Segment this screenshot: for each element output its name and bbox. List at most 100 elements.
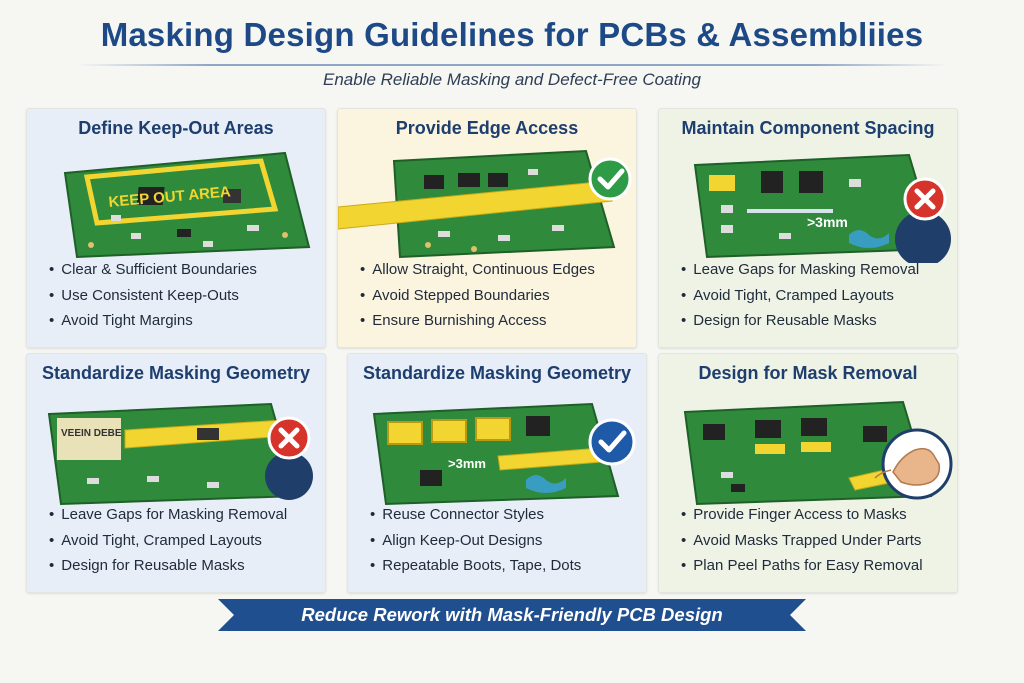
smd-part <box>147 476 159 482</box>
smd-part <box>247 225 259 231</box>
smd-part <box>552 225 564 231</box>
bullet-list: Clear & Sufficient Boundaries Use Consis… <box>49 257 257 334</box>
connector-boot <box>431 419 467 443</box>
spacing-label: >3mm <box>448 456 486 471</box>
panel-title: Standardize Masking Geometry <box>362 363 632 383</box>
panel-design-for-mask-removal: Design for Mask Removal Provide Finger A… <box>658 353 958 593</box>
panel-standardize-masking-geometry: Standardize Masking Geometry VEEIN DEBE … <box>26 353 326 593</box>
via <box>425 242 431 248</box>
smd-part <box>177 229 191 237</box>
ic-chip <box>801 418 827 436</box>
via <box>471 246 477 252</box>
list-item: Align Keep-Out Designs <box>370 528 581 554</box>
mask-label-text: VEEIN DEBE AREA <box>61 428 152 439</box>
smd-part <box>87 478 99 484</box>
smd-part <box>731 484 745 492</box>
ic-chip <box>863 426 887 442</box>
pcb-geometry-illustration: VEEIN DEBE AREA <box>47 402 313 506</box>
coating-splash <box>849 230 889 248</box>
check-icon <box>588 418 636 466</box>
panel-title: Standardize Masking Geometry <box>41 363 311 383</box>
smd-part <box>131 233 141 239</box>
smd-part <box>528 169 538 175</box>
list-item: Provide Finger Access to Masks <box>681 502 923 528</box>
smd-part <box>498 235 510 241</box>
spacing-bar <box>747 209 833 213</box>
bullet-list: Leave Gaps for Masking Removal Avoid Tig… <box>49 502 287 579</box>
list-item: Leave Gaps for Masking Removal <box>681 257 919 283</box>
masking-tape <box>338 180 613 230</box>
smd-part <box>207 482 219 488</box>
cross-icon <box>265 416 313 500</box>
pcb-keep-out-illustration: KEEP OUT AREA <box>63 151 311 259</box>
list-item: Avoid Tight, Cramped Layouts <box>49 528 287 554</box>
banner-ribbon <box>218 599 806 631</box>
smd-part <box>203 241 213 247</box>
panel-define-keep-out-areas: Define Keep-Out Areas KEEP OUT AREA Clea… <box>26 108 326 348</box>
smd-part <box>779 233 791 239</box>
connector-boot <box>475 417 511 441</box>
mask-block <box>755 444 785 454</box>
ic-chip <box>458 173 480 187</box>
smd-part <box>438 231 450 237</box>
list-item: Use Consistent Keep-Outs <box>49 283 257 309</box>
bullet-list: Leave Gaps for Masking Removal Avoid Tig… <box>681 257 919 334</box>
pcb-peel-illustration <box>683 400 953 506</box>
list-item: Clear & Sufficient Boundaries <box>49 257 257 283</box>
pcb-connector-illustration: >3mm <box>372 402 636 506</box>
ic-chip <box>761 171 783 193</box>
list-item: Reuse Connector Styles <box>370 502 581 528</box>
panel-provide-edge-access: Provide Edge Access Allow Straight, Cont… <box>337 108 637 348</box>
ic-chip <box>755 420 781 438</box>
bullet-list: Allow Straight, Continuous Edges Avoid S… <box>360 257 595 334</box>
panel-maintain-component-spacing: Maintain Component Spacing >3mm Leave Ga… <box>658 108 958 348</box>
ic-chip <box>424 175 444 189</box>
smd-part <box>721 205 733 213</box>
keep-out-border <box>83 158 279 226</box>
ic-chip <box>136 187 165 205</box>
list-item: Allow Straight, Continuous Edges <box>360 257 595 283</box>
panel-title: Design for Mask Removal <box>698 363 918 383</box>
page-subtitle: Enable Reliable Masking and Defect-Free … <box>323 70 701 89</box>
ic-chip <box>197 428 219 440</box>
title-divider <box>78 64 946 66</box>
pcb-spacing-illustration: >3mm <box>693 153 951 263</box>
list-item: Design for Reusable Masks <box>681 308 919 334</box>
panel-title: Maintain Component Spacing <box>681 118 935 138</box>
list-item: Leave Gaps for Masking Removal <box>49 502 287 528</box>
list-item: Avoid Masks Trapped Under Parts <box>681 528 923 554</box>
list-item: Avoid Tight Margins <box>49 308 257 334</box>
ic-chip <box>223 189 241 203</box>
list-item: Ensure Burnishing Access <box>360 308 595 334</box>
via <box>88 242 94 248</box>
mask-label-block <box>57 418 121 460</box>
panel-title: Define Keep-Out Areas <box>78 118 274 138</box>
connector-boot <box>387 421 423 445</box>
check-icon <box>588 157 632 201</box>
smd-part <box>721 225 733 233</box>
mask-block <box>801 442 831 452</box>
list-item: Repeatable Boots, Tape, Dots <box>370 553 581 579</box>
page-title: Masking Design Guidelines for PCBs & Ass… <box>100 16 924 53</box>
via <box>282 232 288 238</box>
mask-block <box>709 175 735 191</box>
coating-splash <box>526 475 566 493</box>
spacing-label: >3mm <box>807 214 848 230</box>
panel-title: Provide Edge Access <box>395 118 579 138</box>
ic-chip <box>488 173 508 187</box>
list-item: Avoid Stepped Boundaries <box>360 283 595 309</box>
ic-chip <box>526 416 550 436</box>
hand-peel-icon <box>874 428 953 500</box>
ic-chip <box>799 171 823 193</box>
ic-chip <box>420 470 442 486</box>
smd-part <box>721 472 733 478</box>
footer-banner: Reduce Rework with Mask-Friendly PCB Des… <box>218 597 806 633</box>
ic-chip <box>703 424 725 440</box>
footer-banner-text: Reduce Rework with Mask-Friendly PCB Des… <box>301 604 723 625</box>
list-item: Avoid Tight, Cramped Layouts <box>681 283 919 309</box>
smd-part <box>111 215 121 221</box>
cross-icon <box>895 177 951 263</box>
pcb-edge-tape-illustration <box>338 149 632 259</box>
bullet-list: Reuse Connector Styles Align Keep-Out De… <box>370 502 581 579</box>
panel-standardize-masking-geometry-2: Standardize Masking Geometry >3mm Reuse … <box>347 353 647 593</box>
